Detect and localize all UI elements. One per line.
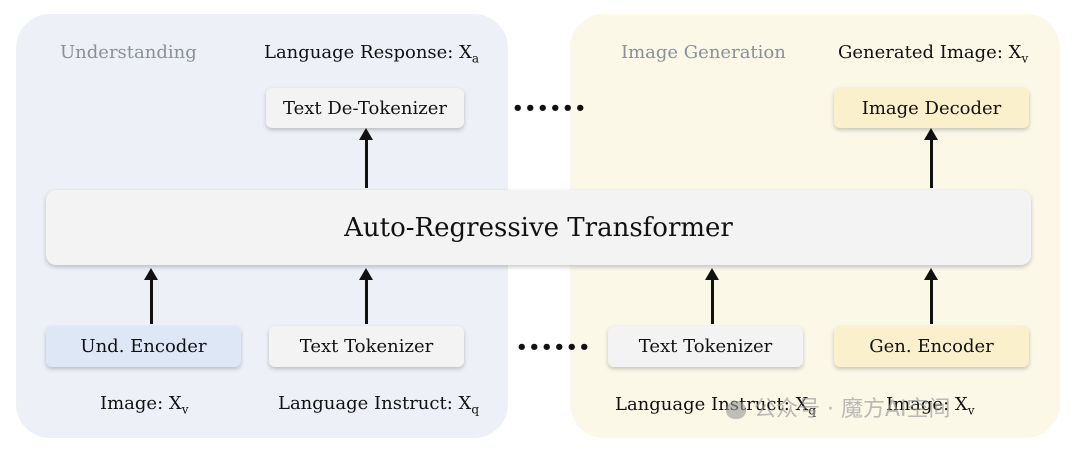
language-instruct-label-right-text: Language Instruct: X — [615, 394, 809, 415]
und-encoder-box: Und. Encoder — [46, 326, 241, 367]
arrow-from-und-encoder — [144, 268, 158, 324]
image-input-label-left-sub: v — [181, 402, 189, 417]
image-input-label-right-text: Image: X — [886, 394, 968, 415]
auto-regressive-transformer-box: Auto-Regressive Transformer — [46, 190, 1031, 265]
text-tokenizer-left-box: Text Tokenizer — [269, 326, 464, 367]
arrow-to-text-detokenizer — [359, 128, 373, 188]
language-response-header: Language Response: Xa — [264, 42, 479, 66]
language-instruct-label-right-sub: q — [808, 403, 816, 418]
arrow-from-text-tokenizer-left — [359, 268, 373, 324]
image-generation-section-title: Image Generation — [621, 42, 786, 63]
output-ellipsis: •••••• — [512, 98, 588, 119]
language-instruct-label-right: Language Instruct: Xq — [615, 394, 816, 418]
understanding-section-title: Understanding — [60, 42, 197, 63]
image-input-label-right: Image: Xv — [886, 394, 974, 418]
image-input-label-left-text: Image: X — [100, 393, 182, 414]
language-response-text: Language Response: X — [264, 42, 472, 63]
arrow-to-image-decoder — [924, 128, 938, 188]
language-response-subscript: a — [471, 51, 480, 66]
text-tokenizer-right-box: Text Tokenizer — [608, 326, 803, 367]
text-detokenizer-box: Text De-Tokenizer — [266, 88, 464, 128]
wechat-icon — [726, 401, 746, 419]
input-ellipsis: •••••• — [516, 337, 592, 358]
arrow-from-text-tokenizer-right — [705, 268, 719, 324]
language-instruct-label-left-text: Language Instruct: X — [278, 393, 472, 414]
generated-image-subscript: v — [1021, 51, 1029, 66]
image-decoder-box: Image Decoder — [834, 88, 1029, 128]
language-instruct-label-left: Language Instruct: Xq — [278, 393, 479, 417]
watermark-text: 公众号 · 魔方AI空间 — [754, 397, 951, 422]
arrow-from-gen-encoder — [924, 268, 938, 324]
generated-image-text: Generated Image: X — [838, 42, 1022, 63]
generated-image-header: Generated Image: Xv — [838, 42, 1028, 66]
watermark: 公众号 · 魔方AI空间 — [726, 391, 951, 423]
language-instruct-label-left-sub: q — [471, 402, 479, 417]
image-input-label-right-sub: v — [967, 403, 975, 418]
gen-encoder-box: Gen. Encoder — [834, 326, 1029, 367]
image-input-label-left: Image: Xv — [100, 393, 188, 417]
